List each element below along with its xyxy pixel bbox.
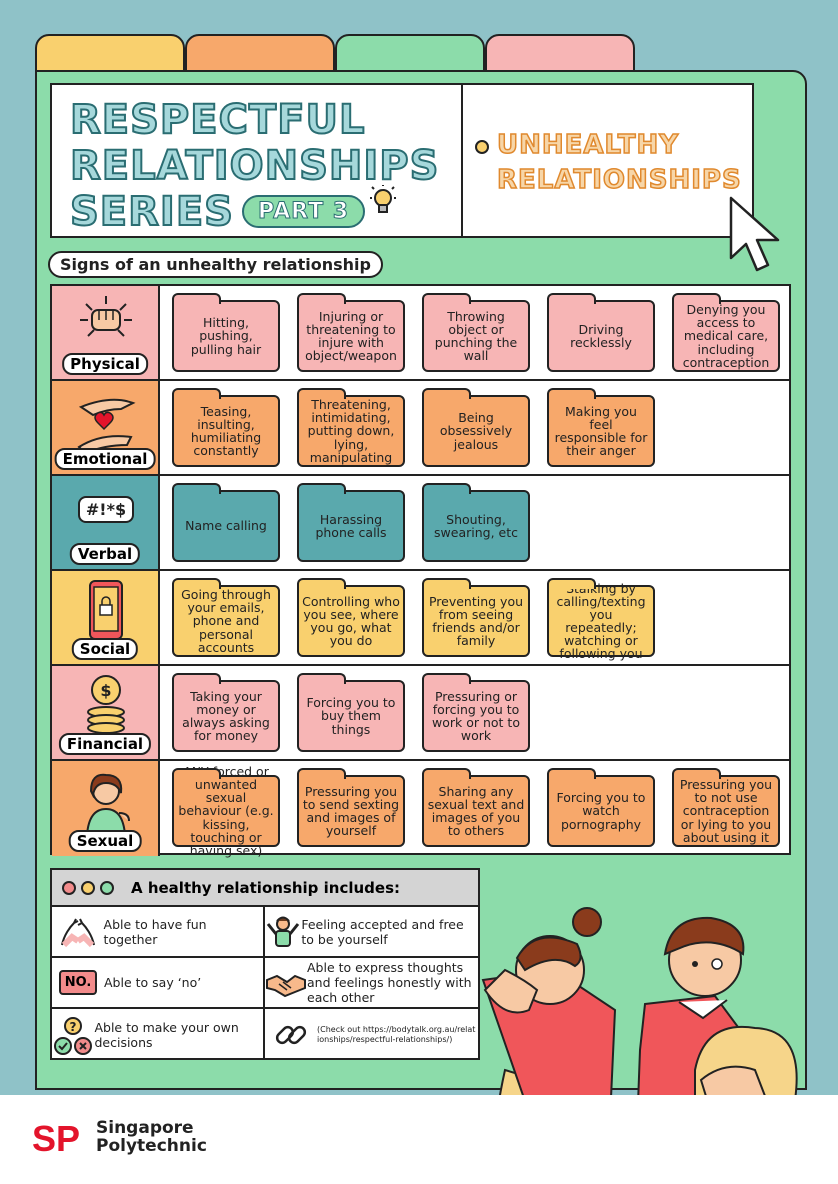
institution-name-line1: Singapore (96, 1118, 194, 1138)
healthy-panel: A healthy relationship includes: Able to… (50, 868, 480, 1060)
healthy-text-4: Able to express thoughts and feelings ho… (307, 960, 472, 1005)
speech-bubble-text: #!*$ (77, 496, 135, 523)
decision-icon: ? (52, 1009, 94, 1060)
footer-bar (0, 1095, 838, 1184)
row-financial: $ Financial Taking your money or always as… (52, 666, 789, 761)
title-line-2: RELATIONSHIPS (69, 142, 440, 190)
institution-name: Singapore Polytechnic (96, 1118, 207, 1156)
healthy-text-1: Able to have fun together (103, 916, 207, 947)
category-sexual: Sexual (52, 761, 160, 856)
sign-card: ANY forced or unwanted sexual behaviour … (172, 765, 280, 857)
title-line-3: SERIES (69, 188, 234, 236)
handshake-icon (265, 958, 307, 1007)
sign-card: Making you feel responsible for their an… (547, 388, 655, 467)
sign-card: Forcing you to buy them things (297, 673, 405, 752)
no-sign-icon: NO. (52, 958, 104, 1007)
sign-card: Being obsessively jealous (422, 388, 530, 467)
sign-card: Taking your money or always asking for m… (172, 673, 280, 752)
cheering-person-icon (265, 907, 301, 956)
person-icon (52, 769, 160, 844)
healthy-text-3: Able to say ‘no’ (104, 975, 202, 990)
sign-card: Pressuring you to not use contraception … (672, 768, 780, 847)
healthy-header: A healthy relationship includes: (52, 870, 478, 907)
topic-panel: UNHEALTHY RELATIONSHIPS (463, 85, 752, 236)
sign-card: Threatening, intimidating, putting down,… (297, 388, 405, 467)
locked-phone-icon (52, 579, 160, 650)
part-badge: PART 3 (242, 195, 366, 228)
healthy-item-fun: Able to have fun together (52, 907, 265, 958)
healthy-link-note[interactable]: (Check out https://bodytalk.org.au/relat… (317, 1024, 476, 1044)
sign-card: Pressuring or forcing you to work or not… (422, 673, 530, 752)
category-label: Verbal (69, 543, 141, 565)
series-title: RESPECTFUL RELATIONSHIPS SERIES PART 3 (52, 85, 463, 236)
row-social: Social Going through your emails, phone a… (52, 571, 789, 666)
category-label: Physical (62, 353, 148, 375)
bullet-dot (475, 140, 489, 154)
topic-line-2: RELATIONSHIPS (496, 164, 742, 196)
category-social: Social (52, 571, 160, 664)
institution-name-line2: Polytechnic (96, 1135, 207, 1156)
sign-card: Stalking by calling/texting you repeated… (547, 578, 655, 660)
sign-card: Forcing you to watch pornography (547, 768, 655, 847)
healthy-title: A healthy relationship includes: (131, 878, 401, 897)
signs-label: Signs of an unhealthy relationship (48, 251, 383, 278)
sign-card: Teasing, insulting, humiliating constant… (172, 388, 280, 467)
window-dot-green (100, 880, 114, 895)
row-emotional: Emotional Teasing, insulting, humiliating… (52, 381, 789, 476)
title-box: RESPECTFUL RELATIONSHIPS SERIES PART 3 U… (50, 83, 754, 238)
category-label: Sexual (68, 830, 142, 852)
category-label: Financial (58, 733, 152, 755)
sign-card: Throwing object or punching the wall (422, 293, 530, 372)
healthy-text-2: Feeling accepted and free to be yourself (301, 916, 464, 947)
sp-logo: SP (32, 1118, 81, 1159)
sign-card: Driving recklessly (547, 293, 655, 372)
window-dot-yellow (81, 880, 95, 895)
healthy-item-say-no: NO. Able to say ‘no’ (52, 958, 265, 1009)
sign-card: Controlling who you see, where you go, w… (297, 578, 405, 657)
svg-text:$: $ (100, 681, 111, 700)
link-icon (265, 1009, 317, 1060)
coins-icon: $ (52, 674, 160, 743)
svg-text:?: ? (70, 1020, 77, 1034)
sign-card: Denying you access to medical care, incl… (672, 293, 780, 372)
row-sexual: Sexual ANY forced or unwanted sexual beha… (52, 761, 789, 857)
cursor-icon (729, 196, 780, 272)
sign-card: Preventing you from seeing friends and/o… (422, 578, 530, 657)
topic-line-1: UNHEALTHY (496, 129, 680, 161)
sign-card: Shouting, swearing, etc (422, 483, 530, 562)
healthy-item-accepted: Feeling accepted and free to be yourself (265, 907, 478, 958)
category-verbal: #!*$ Verbal (52, 476, 160, 569)
window-dot-red (62, 880, 76, 895)
category-emotional: Emotional (52, 381, 160, 474)
sign-card: Injuring or threatening to injure with o… (297, 293, 405, 372)
heart-hands-icon (52, 389, 160, 468)
healthy-item-link: (Check out https://bodytalk.org.au/relat… (265, 1009, 478, 1060)
title-line-1: RESPECTFUL (69, 96, 366, 144)
category-label: Social (71, 638, 139, 660)
no-sign-text: NO. (58, 970, 98, 995)
category-physical: Physical (52, 286, 160, 379)
healthy-item-decisions: ? Able to make your own decisions (52, 1009, 265, 1060)
fist-icon (52, 294, 160, 353)
hands-icon (52, 907, 104, 956)
healthy-item-express: Able to express thoughts and feelings ho… (265, 958, 478, 1009)
sign-card: Name calling (172, 483, 280, 562)
sign-card: Harassing phone calls (297, 483, 405, 562)
healthy-text-5: Able to make your own decisions (94, 1019, 239, 1050)
sign-card: Going through your emails, phone and per… (172, 578, 280, 657)
speech-bubble-icon: #!*$ (52, 484, 160, 524)
sign-card: Hitting, pushing, pulling hair (172, 293, 280, 372)
lightbulb-icon (370, 185, 396, 226)
sign-card: Pressuring you to send sexting and image… (297, 768, 405, 847)
category-label: Emotional (54, 448, 156, 470)
category-financial: $ Financial (52, 666, 160, 759)
sign-card: Sharing any sexual text and images of yo… (422, 768, 530, 847)
